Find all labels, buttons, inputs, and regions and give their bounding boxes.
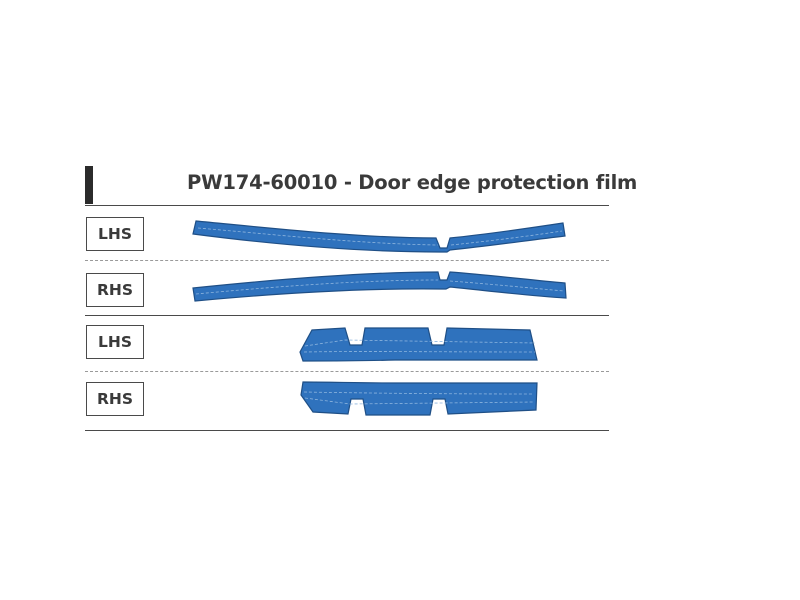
- header-rule: [85, 205, 609, 206]
- side-label-lhs-lower: LHS: [86, 325, 144, 359]
- side-label-rhs-upper: RHS: [86, 273, 144, 307]
- film-strip-rhs-upper: [192, 271, 567, 302]
- side-label-lhs-upper: LHS: [86, 217, 144, 251]
- row-divider: [85, 371, 609, 372]
- film-strip-rhs-lower: [300, 381, 538, 416]
- side-label-rhs-lower: RHS: [86, 382, 144, 416]
- section-marker: [85, 166, 93, 204]
- film-strip-lhs-lower: [299, 327, 538, 362]
- film-strip-lhs-upper: [192, 220, 566, 253]
- group-divider: [85, 315, 609, 316]
- diagram-title: PW174-60010 - Door edge protection film: [187, 171, 638, 194]
- bottom-rule: [85, 430, 609, 431]
- row-divider: [85, 260, 609, 261]
